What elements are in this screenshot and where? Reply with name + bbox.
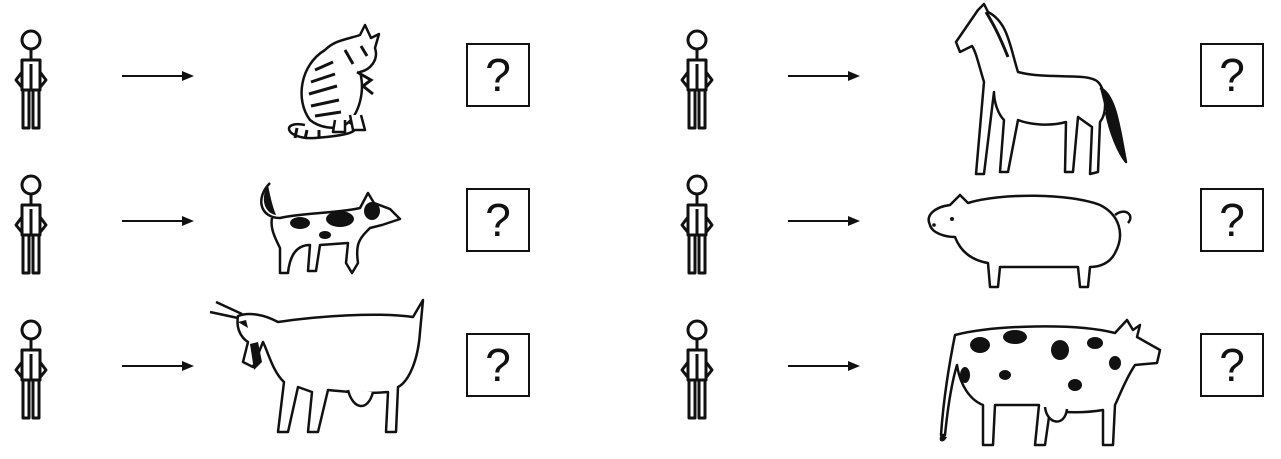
goat-icon xyxy=(209,298,425,434)
question-mark: ? xyxy=(1219,49,1245,101)
dog-icon xyxy=(260,182,402,275)
horse-icon xyxy=(954,2,1128,176)
arrow-right-icon xyxy=(122,360,194,372)
answer-box[interactable]: ? xyxy=(466,43,530,107)
arrow-right-icon xyxy=(788,215,860,227)
exercise-row-1: ? ? xyxy=(0,2,1281,176)
exercise-row-2: ? ? xyxy=(0,155,1281,289)
cow-icon xyxy=(939,318,1162,447)
person-icon xyxy=(680,319,714,420)
answer-box[interactable]: ? xyxy=(466,188,530,252)
answer-box[interactable]: ? xyxy=(466,333,530,397)
question-mark: ? xyxy=(485,339,511,391)
arrow-right-icon xyxy=(788,360,860,372)
person-icon xyxy=(680,174,714,275)
person-icon xyxy=(14,319,48,420)
pig-icon xyxy=(927,193,1132,289)
arrow-right-icon xyxy=(122,215,194,227)
answer-box[interactable]: ? xyxy=(1200,43,1264,107)
cat-icon xyxy=(287,23,381,140)
question-mark: ? xyxy=(1219,194,1245,246)
person-icon xyxy=(14,29,48,130)
person-icon xyxy=(680,29,714,130)
arrow-right-icon xyxy=(788,70,860,82)
question-mark: ? xyxy=(485,49,511,101)
person-icon xyxy=(14,174,48,275)
arrow-right-icon xyxy=(122,70,194,82)
question-mark: ? xyxy=(1219,339,1245,391)
answer-box[interactable]: ? xyxy=(1200,333,1264,397)
exercise-row-3: ? ? xyxy=(0,298,1281,447)
answer-box[interactable]: ? xyxy=(1200,188,1264,252)
question-mark: ? xyxy=(485,194,511,246)
